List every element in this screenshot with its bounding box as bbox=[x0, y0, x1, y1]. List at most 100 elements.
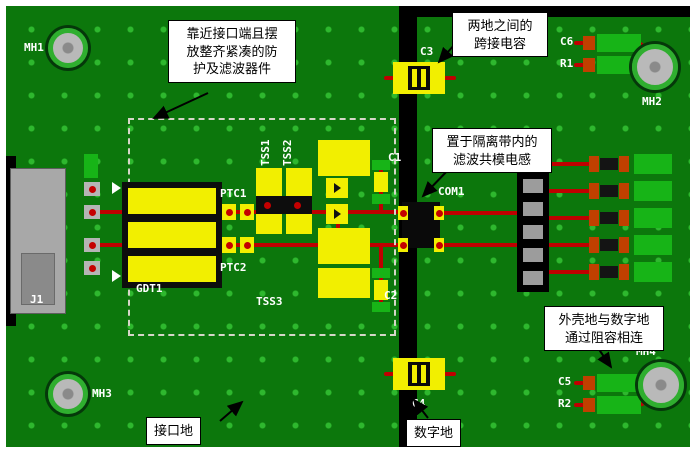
gdt1-element bbox=[128, 222, 216, 248]
component-ptc1-pad bbox=[222, 204, 236, 220]
diode-symbol-icon bbox=[326, 204, 348, 224]
row-pad bbox=[619, 237, 629, 253]
mounting-hole-mh4 bbox=[638, 362, 684, 408]
component-tss3 bbox=[318, 268, 370, 298]
c4-plate bbox=[421, 365, 426, 383]
label-ptc1: PTC1 bbox=[220, 187, 247, 200]
diode-symbol-icon bbox=[326, 178, 348, 198]
pin1-marker-icon bbox=[112, 182, 121, 194]
label-mh1: MH1 bbox=[24, 41, 44, 54]
label-tss3: TSS3 bbox=[256, 295, 283, 308]
pcb-board: MH1 MH2 MH3 MH4 J1 GDT1 PTC1 PTC2 TSS1 T… bbox=[6, 6, 690, 447]
row-pad bbox=[619, 264, 629, 280]
c3-plate bbox=[412, 69, 417, 87]
component-c1 bbox=[374, 172, 388, 192]
gdt1-element bbox=[128, 188, 216, 214]
callout-line: 外壳地与数字地 bbox=[558, 312, 650, 327]
label-com1: COM1 bbox=[438, 185, 465, 198]
row-cap bbox=[634, 208, 672, 228]
bank-pad bbox=[523, 179, 543, 193]
com1-pad bbox=[434, 206, 444, 220]
component-gdt1 bbox=[122, 182, 222, 288]
tss-body-band bbox=[256, 196, 312, 214]
row-pad bbox=[619, 183, 629, 199]
label-mh3: MH3 bbox=[92, 387, 112, 400]
row-pad bbox=[619, 156, 629, 172]
com1-pad bbox=[398, 206, 408, 220]
callout-protection: 靠近接口端且摆 放整齐紧凑的防 护及滤波器件 bbox=[168, 20, 296, 83]
component-r2 bbox=[597, 396, 641, 414]
row-body bbox=[600, 185, 618, 197]
row-cap bbox=[634, 154, 672, 174]
component-c3 bbox=[393, 62, 445, 94]
component-ptc2-pad bbox=[240, 237, 254, 253]
callout-line: 接口地 bbox=[154, 423, 194, 438]
callout-rc-link: 外壳地与数字地 通过阻容相连 bbox=[544, 306, 664, 352]
callout-line: 通过阻容相连 bbox=[564, 329, 643, 345]
c3-plate bbox=[421, 69, 426, 87]
label-gdt1: GDT1 bbox=[136, 282, 163, 295]
row-pad bbox=[589, 237, 599, 253]
row-pad bbox=[589, 156, 599, 172]
c4-plate bbox=[412, 365, 417, 383]
label-tss2: TSS2 bbox=[281, 139, 294, 167]
connector-j1-inner bbox=[21, 253, 55, 305]
connector-pad bbox=[84, 205, 100, 219]
label-ptc2: PTC2 bbox=[220, 261, 247, 274]
callout-line: 护及滤波器件 bbox=[192, 61, 271, 77]
r1-pad bbox=[583, 58, 595, 72]
component-c5 bbox=[597, 374, 641, 392]
c2-pad bbox=[372, 302, 390, 312]
label-c3: C3 bbox=[420, 45, 434, 58]
callout-line: 两地之间的 bbox=[467, 18, 533, 33]
com1-pad bbox=[398, 238, 408, 252]
callout-bridge-capacitor: 两地之间的 跨接电容 bbox=[452, 12, 548, 58]
callout-line: 数字地 bbox=[414, 425, 454, 440]
label-r1: R1 bbox=[560, 57, 574, 70]
bank-pad bbox=[523, 202, 543, 216]
connector-pad bbox=[84, 182, 100, 196]
bank-pad bbox=[523, 248, 543, 262]
row-cap bbox=[634, 181, 672, 201]
label-tss1: TSS1 bbox=[259, 139, 272, 167]
row-cap bbox=[634, 235, 672, 255]
connector-j1 bbox=[10, 168, 66, 314]
c6-pad bbox=[583, 36, 595, 50]
component-com1 bbox=[402, 202, 440, 248]
c5-pad bbox=[583, 376, 595, 390]
callout-line: 靠近接口端且摆 bbox=[186, 26, 278, 41]
label-j1: J1 bbox=[30, 293, 44, 306]
callout-line: 置于隔离带内的 bbox=[446, 134, 538, 149]
row-pad bbox=[589, 183, 599, 199]
small-component bbox=[84, 154, 98, 178]
component-c4 bbox=[393, 358, 445, 390]
mounting-hole-mh2 bbox=[632, 44, 678, 90]
callout-line: 跨接电容 bbox=[473, 35, 526, 51]
callout-common-mode-choke: 置于隔离带内的 滤波共模电感 bbox=[432, 128, 552, 174]
label-r2: R2 bbox=[558, 397, 572, 410]
pin-marker-icon bbox=[112, 270, 121, 282]
bank-pad bbox=[523, 225, 543, 239]
tss-pad-dot bbox=[294, 202, 301, 209]
row-pad bbox=[589, 264, 599, 280]
c1-pad bbox=[372, 194, 390, 204]
component-ptc1-pad bbox=[240, 204, 254, 220]
bank-pad bbox=[523, 271, 543, 285]
row-pad bbox=[589, 210, 599, 226]
row-cap bbox=[634, 262, 672, 282]
c1-pad bbox=[372, 160, 390, 170]
component-c2 bbox=[374, 280, 388, 300]
callout-line: 放整齐紧凑的防 bbox=[186, 43, 278, 59]
connector-pad bbox=[84, 261, 100, 275]
callout-interface-ground: 接口地 bbox=[146, 417, 202, 445]
label-c6: C6 bbox=[560, 35, 574, 48]
row-body bbox=[600, 158, 618, 170]
filter-component bbox=[318, 228, 370, 264]
row-body bbox=[600, 212, 618, 224]
label-c1: C1 bbox=[388, 151, 402, 164]
com1-pad bbox=[434, 238, 444, 252]
board-edge-top-right bbox=[399, 6, 690, 17]
component-c6 bbox=[597, 34, 641, 52]
row-body bbox=[600, 239, 618, 251]
